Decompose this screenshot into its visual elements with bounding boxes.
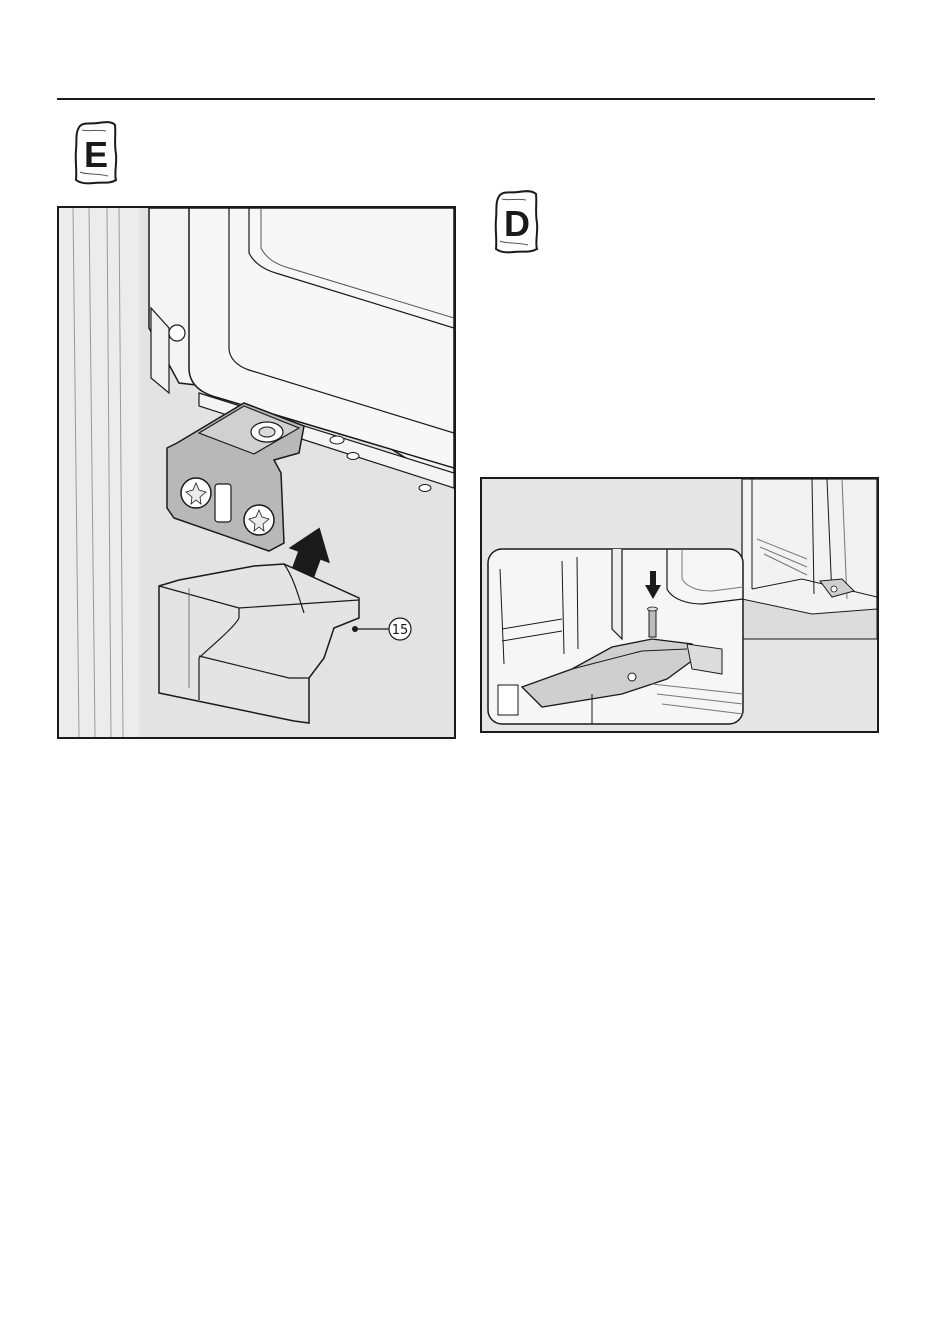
figure-hinge-cover: 15 [57, 206, 456, 739]
accessory-bag-e-icon: E [72, 120, 120, 186]
bag-d-letter: D [492, 203, 542, 245]
header-rule [57, 98, 875, 100]
accessory-bag-d-icon: D [492, 189, 542, 255]
bag-e-letter: E [72, 134, 120, 176]
callout-15: 15 [392, 623, 409, 638]
figure-hinge-pin [480, 477, 879, 733]
